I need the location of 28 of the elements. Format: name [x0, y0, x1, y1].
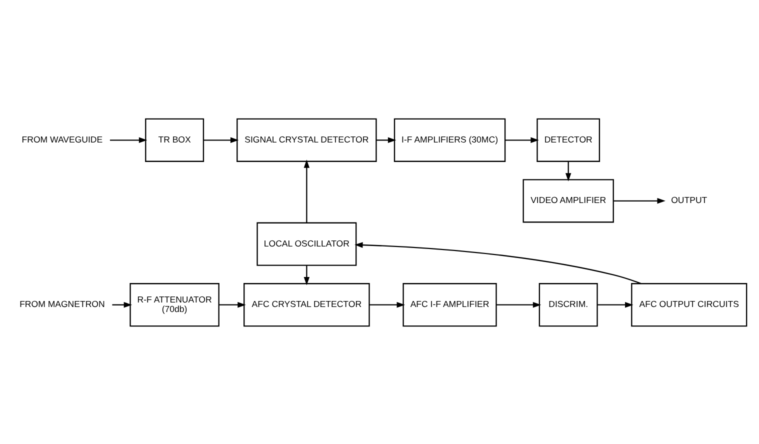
node-box: DETECTOR	[536, 118, 600, 162]
node-box: LOCAL OSCILLATOR	[256, 222, 357, 266]
node-box: TR BOX	[145, 118, 204, 162]
arrow	[376, 136, 396, 143]
node-box: R-F ATTENUATOR (70db)	[130, 282, 220, 326]
node-text: FROM MAGNETRON	[20, 298, 105, 309]
node-text: FROM WAVEGUIDE	[22, 134, 103, 144]
node-box: I-F AMPLIFIERS (30MC)	[394, 118, 506, 162]
node-box: DISCRIM.	[538, 282, 598, 326]
node-text: OUTPUT	[671, 194, 708, 205]
arrow	[496, 301, 542, 308]
arrow	[614, 198, 666, 204]
arrow	[304, 264, 310, 285]
arrow	[354, 242, 642, 284]
arrow	[565, 160, 572, 181]
arrow	[505, 136, 539, 143]
node-box: AFC I-F AMPLIFIER	[402, 282, 497, 326]
node-box: SIGNAL CRYSTAL DETECTOR	[236, 118, 377, 162]
arrow	[369, 301, 405, 308]
arrow	[112, 301, 132, 308]
node-box: VIDEO AMPLIFIER	[522, 178, 614, 222]
arrow	[304, 159, 310, 222]
arrow	[110, 136, 148, 143]
arrow	[204, 136, 239, 143]
arrow	[219, 301, 246, 308]
arrow	[597, 301, 634, 308]
node-box: AFC OUTPUT CIRCUITS	[631, 282, 748, 326]
node-box: AFC CRYSTAL DETECTOR	[244, 282, 370, 326]
